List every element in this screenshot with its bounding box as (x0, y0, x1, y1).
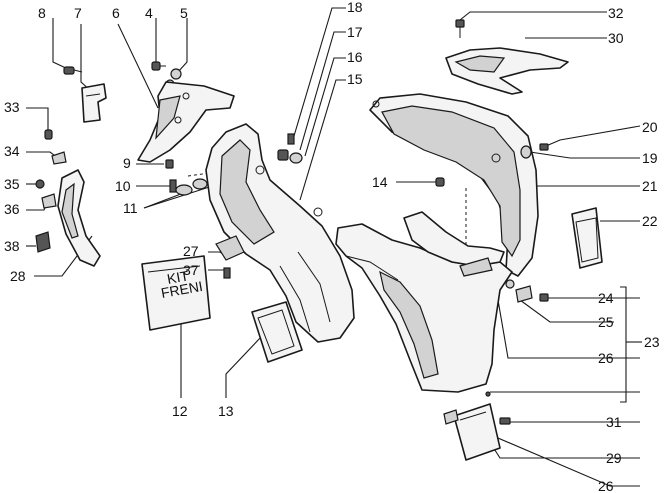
callout-c33: 33 (4, 99, 20, 115)
clip-26 (505, 279, 515, 289)
callout-c15: 15 (347, 71, 363, 87)
brake-kit-12: KIT FRENI (141, 255, 211, 331)
callout-c18: 18 (347, 0, 363, 15)
callout-c28: 28 (10, 268, 26, 284)
callout-c7: 7 (74, 5, 82, 21)
clip-17 (277, 149, 289, 161)
clip-10 (169, 179, 177, 193)
callout-c12: 12 (172, 403, 188, 419)
screw-14 (435, 177, 445, 187)
callout-c6: 6 (112, 5, 120, 21)
clip-34 (51, 151, 67, 165)
front-shield-15 (205, 123, 355, 343)
callout-c26b: 26 (598, 478, 614, 493)
callout-c8: 8 (38, 5, 46, 21)
callout-c35: 35 (4, 176, 20, 192)
insert-38 (35, 231, 51, 253)
clip-25 (515, 285, 533, 303)
screw-20 (539, 143, 549, 151)
callout-c26a: 26 (598, 350, 614, 366)
callout-c31: 31 (606, 414, 622, 430)
washer-19 (520, 145, 532, 159)
fastener-11 (175, 178, 208, 196)
screw-37 (223, 267, 231, 279)
lens-13 (251, 301, 303, 363)
callout-c37: 37 (183, 262, 199, 278)
callout-c25: 25 (598, 314, 614, 330)
screw-4 (151, 61, 166, 71)
callout-c38: 38 (4, 238, 20, 254)
callout-c10: 10 (115, 178, 131, 194)
screw-24 (539, 293, 549, 302)
callout-c29: 29 (606, 450, 622, 466)
callout-c5: 5 (180, 5, 188, 21)
flap-29 (453, 403, 501, 461)
screw-33 (44, 129, 53, 140)
callout-c22: 22 (642, 213, 658, 229)
cover-panel-6 (137, 81, 235, 163)
handle-28 (57, 169, 101, 267)
callout-c19: 19 (642, 150, 658, 166)
screw-32 (455, 19, 465, 38)
screw-31 (499, 417, 511, 425)
callout-c20: 20 (642, 119, 658, 135)
callout-c21: 21 (642, 178, 658, 194)
callout-c11: 11 (123, 200, 138, 216)
lower-body-23 (335, 211, 513, 397)
kit-label-line1: KIT (166, 267, 191, 287)
clip-27 (215, 235, 245, 261)
clip-26b (443, 409, 459, 425)
callout-c23: 23 (644, 334, 660, 350)
screw-18 (287, 133, 295, 145)
top-cover-30 (445, 47, 569, 95)
callout-c36: 36 (4, 201, 20, 217)
clip-36 (41, 193, 57, 209)
fastener-16 (289, 152, 303, 164)
bracket-7 (81, 83, 107, 123)
callout-labels: 8 7 6 4 5 18 17 16 15 32 30 33 34 35 36 38 28 9 10 11 27 37 12… (4, 0, 660, 493)
callout-c14: 14 (372, 174, 388, 190)
callout-c13: 13 (218, 403, 234, 419)
screw-9 (165, 159, 174, 169)
callout-c32: 32 (608, 5, 624, 21)
callout-c24: 24 (598, 290, 614, 306)
callout-c34: 34 (4, 143, 20, 159)
screw-8 (63, 66, 83, 75)
callout-c17: 17 (347, 24, 363, 40)
callout-c16: 16 (347, 49, 363, 65)
leg-shield-21 (369, 93, 539, 277)
callout-c27: 27 (183, 243, 199, 259)
callout-c4: 4 (145, 5, 153, 21)
screw-35 (35, 179, 45, 189)
kit-label-line2: FRENI (160, 278, 204, 301)
callout-c30: 30 (608, 30, 624, 46)
reflector-22 (571, 207, 603, 269)
callout-c9: 9 (123, 155, 131, 171)
